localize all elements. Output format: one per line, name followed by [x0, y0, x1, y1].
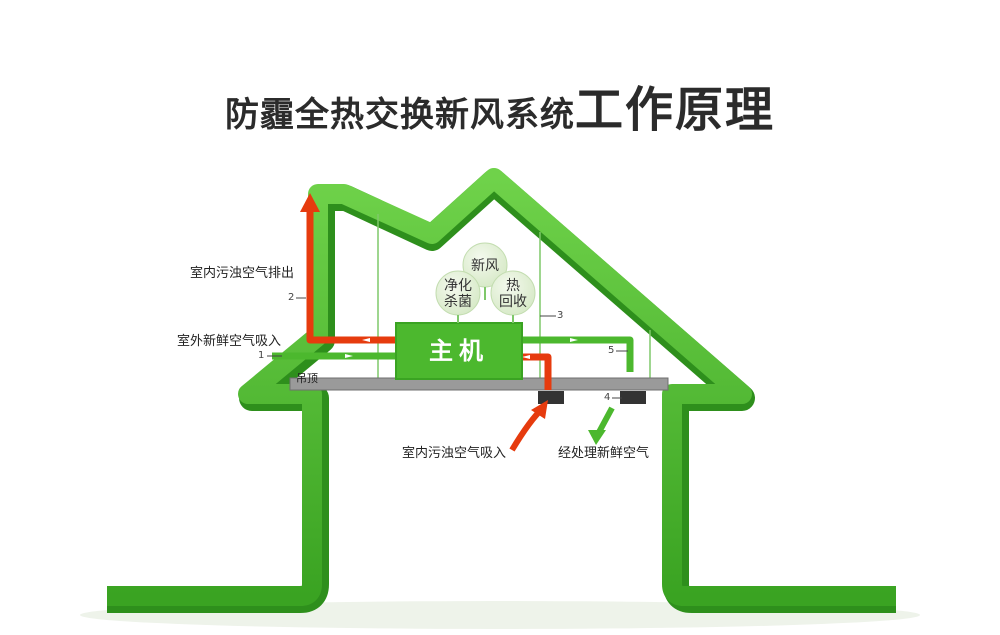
title-emphasis: 工作原理	[574, 82, 775, 138]
function-fresh-air: 新风	[471, 258, 499, 274]
indoor-intake-arrow-icon	[531, 400, 548, 419]
treated-out-arrow-icon	[588, 430, 606, 445]
marker-2: 2	[288, 292, 295, 303]
title-main: 防霾全热交换新风系统	[224, 95, 575, 135]
label-fresh-in: 室外新鲜空气吸入	[177, 334, 282, 349]
exhaust-arrow-icon	[300, 193, 320, 212]
label-exhaust: 室内污浊空气排出	[190, 266, 295, 281]
house-outline	[107, 168, 896, 613]
fresh-outlet-vent	[620, 391, 646, 404]
callout-lines	[267, 297, 628, 399]
label-ceiling: 吊顶	[296, 372, 318, 385]
host-unit-label: 主机	[429, 337, 489, 365]
label-indoor-in: 室内污浊空气吸入	[402, 446, 507, 461]
marker-1: 1	[258, 350, 265, 361]
page-title: 防霾全热交换新风系统工作原理	[0, 70, 1000, 140]
indoor-intake-vent	[538, 391, 564, 404]
label-treated-out: 经处理新鲜空气	[558, 446, 650, 461]
marker-3: 3	[557, 310, 564, 321]
host-unit	[395, 322, 523, 380]
fresh-supply-duct	[520, 336, 634, 372]
function-bubbles	[435, 242, 536, 323]
function-heat-recovery: 热 回收	[499, 278, 527, 310]
marker-5: 5	[608, 345, 615, 356]
treated-out-arrow-shaft	[595, 406, 615, 436]
function-purify: 净化 杀菌	[444, 278, 472, 310]
flow-direction-marks	[345, 338, 578, 359]
marker-4: 4	[604, 392, 611, 403]
